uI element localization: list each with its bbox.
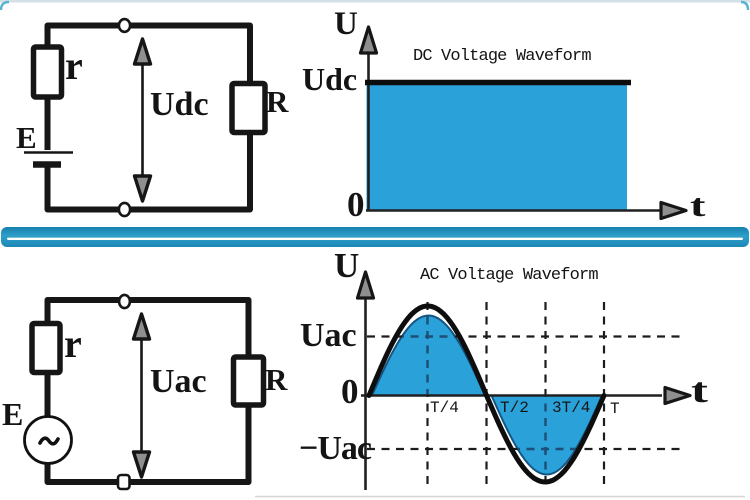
svg-text:T/2: T/2 xyxy=(500,399,529,417)
svg-text:U: U xyxy=(334,6,358,42)
svg-text:Udc: Udc xyxy=(150,86,209,123)
svg-text:DC Voltage Waveform: DC Voltage Waveform xyxy=(413,47,591,66)
svg-text:r: r xyxy=(64,321,82,366)
svg-text:t: t xyxy=(691,371,708,410)
svg-text:T: T xyxy=(610,400,620,418)
svg-text:Udc: Udc xyxy=(302,61,357,97)
svg-text:t: t xyxy=(690,187,706,223)
svg-text:0: 0 xyxy=(341,372,359,411)
svg-text:0: 0 xyxy=(347,185,365,224)
svg-text:E: E xyxy=(2,396,23,432)
svg-text:Uac: Uac xyxy=(300,317,357,354)
svg-text:r: r xyxy=(65,43,83,88)
svg-text:R: R xyxy=(266,84,289,119)
svg-text:−Uac: −Uac xyxy=(299,430,372,467)
svg-text:T/4: T/4 xyxy=(430,399,459,417)
svg-text:U: U xyxy=(334,246,359,285)
svg-text:AC Voltage Waveform: AC Voltage Waveform xyxy=(420,266,598,285)
svg-text:3T/4: 3T/4 xyxy=(552,399,590,417)
svg-text:Uac: Uac xyxy=(150,363,207,400)
svg-text:R: R xyxy=(265,362,288,397)
svg-text:E: E xyxy=(16,120,37,155)
